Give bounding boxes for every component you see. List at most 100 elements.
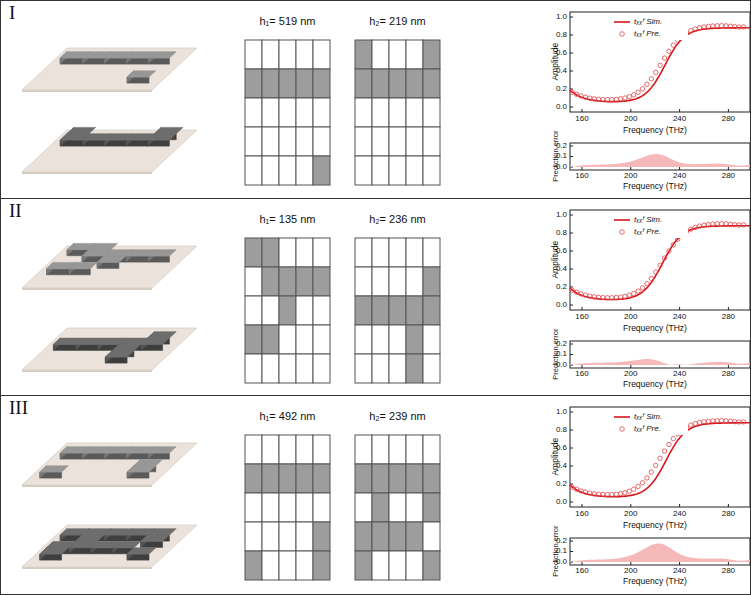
grid-cell — [245, 435, 262, 464]
pre-marker — [614, 97, 618, 101]
pre-marker — [702, 420, 706, 424]
substrate — [22, 48, 197, 90]
tick — [582, 365, 583, 368]
pre-marker — [579, 292, 583, 296]
prism-face — [60, 529, 89, 535]
grid-cell — [406, 267, 423, 296]
pre-marker — [627, 293, 631, 297]
grid-cell — [313, 464, 330, 493]
grid-cell — [262, 551, 279, 580]
tick-label: 0.2 — [556, 85, 567, 94]
pre-marker — [658, 456, 662, 460]
metasurface-layer — [22, 127, 197, 174]
grid-cell — [279, 522, 296, 551]
plot-frame — [570, 12, 750, 112]
pre-marker — [592, 295, 596, 299]
tick — [570, 354, 573, 355]
grid-cell — [423, 267, 440, 296]
tick — [570, 71, 573, 72]
tick — [679, 167, 680, 170]
legend-line — [614, 21, 630, 23]
tick-label: 0.8 — [556, 426, 567, 435]
pre-marker — [618, 295, 622, 299]
legend-marker — [620, 32, 625, 37]
tick — [630, 562, 631, 565]
tick — [570, 412, 573, 413]
tick-label: 280 — [722, 567, 735, 576]
tick-label: 0.6 — [556, 247, 567, 256]
pre-marker — [614, 492, 618, 496]
error-area — [570, 359, 751, 365]
legend-line — [614, 219, 630, 221]
pre-marker — [596, 492, 600, 496]
tick — [679, 307, 680, 310]
tick — [570, 466, 573, 467]
pre-marker — [605, 492, 609, 496]
grid-cell — [389, 522, 406, 551]
prism-face — [67, 127, 96, 133]
legend-text: tₓₓᶠ Pre. — [634, 30, 661, 39]
grid-cell — [406, 127, 423, 156]
grid-cell — [296, 522, 313, 551]
grid-cell — [262, 464, 279, 493]
grid-cell — [355, 551, 372, 580]
pre-marker — [697, 26, 701, 30]
grid-cell — [313, 127, 330, 156]
tick — [679, 562, 680, 565]
plot-frame — [570, 210, 750, 310]
tick-label: 280 — [722, 313, 735, 322]
pre-marker — [636, 484, 640, 488]
tick-label: 0.1 — [556, 152, 567, 161]
pre-marker — [627, 95, 631, 99]
height-label: h₁= 519 nm — [260, 15, 316, 27]
grid-cell — [406, 40, 423, 69]
prism-face — [154, 127, 183, 133]
grid-cell — [245, 267, 262, 296]
pre-marker — [733, 223, 737, 227]
pre-marker — [610, 296, 614, 300]
pre-marker — [654, 463, 658, 467]
grid-cell — [313, 493, 330, 522]
tick-label: 0.8 — [556, 229, 567, 238]
tick — [570, 484, 573, 485]
grid-cell — [279, 325, 296, 354]
pre-marker — [610, 97, 614, 101]
legend-ground — [612, 214, 688, 238]
pre-marker — [614, 295, 618, 299]
pre-marker — [640, 87, 644, 91]
grid-cell — [372, 464, 389, 493]
legend-text: tₓₓᶠ Sim. — [634, 216, 662, 225]
legend-marker — [620, 427, 625, 432]
pre-marker — [618, 491, 622, 495]
grid-cell — [406, 522, 423, 551]
grid-cell — [279, 296, 296, 325]
tick — [728, 504, 729, 507]
pre-marker — [570, 90, 574, 94]
axis-title: Frequency (THz) — [623, 324, 687, 333]
pre-marker — [605, 98, 609, 102]
height-label: h₁= 492 nm — [260, 410, 316, 422]
pre-marker — [671, 43, 675, 47]
grid-cell — [313, 238, 330, 267]
grid-cell — [423, 69, 440, 98]
axis-title: Frequency (THz) — [623, 521, 687, 530]
pre-marker — [618, 97, 622, 101]
pre-marker — [715, 222, 719, 226]
pre-marker — [667, 49, 671, 53]
row-numeral: III — [9, 397, 28, 419]
metasurface-layer — [22, 48, 197, 92]
grid-cell — [423, 296, 440, 325]
tick — [570, 448, 573, 449]
prism-face — [112, 344, 141, 350]
grid-cell — [372, 354, 389, 383]
grid-cell — [279, 354, 296, 383]
tick — [582, 307, 583, 310]
grid-cell — [372, 435, 389, 464]
pre-marker — [654, 70, 658, 74]
grid-cell — [313, 296, 330, 325]
pre-marker — [728, 24, 732, 28]
grid-cell — [296, 69, 313, 98]
grid-cell — [245, 127, 262, 156]
tick-label: 280 — [722, 115, 735, 124]
prism-face — [40, 548, 69, 554]
